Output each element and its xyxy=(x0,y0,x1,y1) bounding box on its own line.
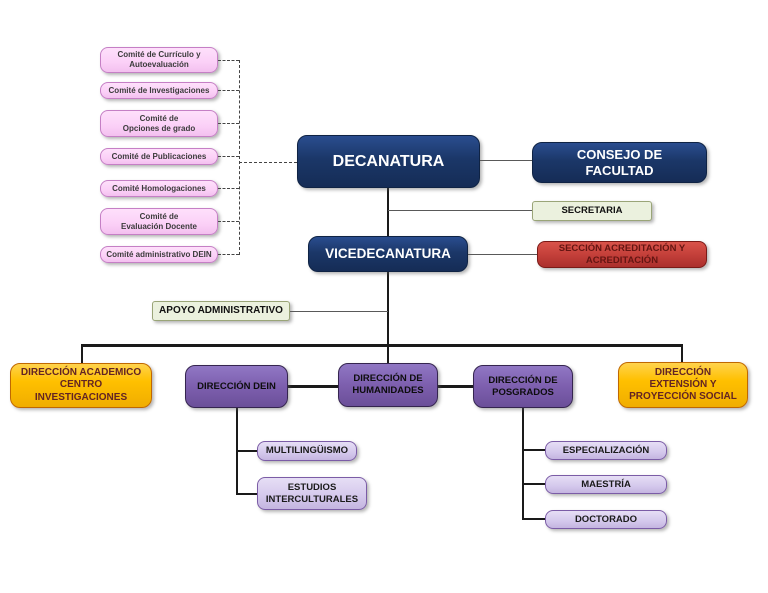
connector-decanatura-vicedecanatura xyxy=(387,188,389,236)
connector-committee-6 xyxy=(218,221,239,222)
node-direccion-academico: DIRECCIÓN ACADEMICO CENTRO INVESTIGACION… xyxy=(10,363,152,408)
node-multilinguismo: MULTILINGÜISMO xyxy=(257,441,357,461)
committee-box-publicaciones: Comité de Publicaciones xyxy=(100,148,218,165)
committee-box-opciones-grado: Comité de Opciones de grado xyxy=(100,110,218,137)
node-direccion-posgrados: DIRECCIÓN DE POSGRADOS xyxy=(473,365,573,408)
connector-decanatura-consejo xyxy=(480,160,532,161)
node-direccion-humanidades: DIRECCIÓN DE HUMANIDADES xyxy=(338,363,438,407)
connector-humanidades-posgrados xyxy=(438,385,473,388)
node-doctorado: DOCTORADO xyxy=(545,510,667,529)
committee-box-evaluacion-docente: Comité de Evaluación Docente xyxy=(100,208,218,235)
node-maestria: MAESTRÍA xyxy=(545,475,667,494)
connector-seccion-acreditacion xyxy=(468,254,537,255)
committee-box-administrativo-dein: Comité administrativo DEIN xyxy=(100,246,218,263)
connector-posgrados-maestria xyxy=(522,483,545,485)
connector-committee-1 xyxy=(218,60,239,61)
connector-apoyo xyxy=(290,311,388,312)
connector-committee-2 xyxy=(218,90,239,91)
connector-drop-academico xyxy=(81,344,83,363)
connector-committee-trunk xyxy=(239,60,240,255)
node-especializacion: ESPECIALIZACIÓN xyxy=(545,441,667,460)
connector-bus xyxy=(81,344,683,347)
connector-dein-humanidades xyxy=(288,385,338,388)
node-direccion-extension: DIRECCIÓN EXTENSIÓN Y PROYECCIÓN SOCIAL xyxy=(618,362,748,408)
connector-secretaria xyxy=(388,210,532,211)
node-consejo-facultad: CONSEJO DE FACULTAD xyxy=(532,142,707,183)
connector-committee-7 xyxy=(218,254,239,255)
node-estudios-interculturales: ESTUDIOS INTERCULTURALES xyxy=(257,477,367,510)
connector-posgrados-doctorado xyxy=(522,518,545,520)
connector-dein-estudios xyxy=(236,493,257,495)
node-secretaria: SECRETARIA xyxy=(532,201,652,221)
node-vicedecanatura: VICEDECANATURA xyxy=(308,236,468,272)
connector-posgrados-especializacion xyxy=(522,449,545,451)
connector-committee-4 xyxy=(218,156,239,157)
connector-posgrados-trunk xyxy=(522,408,524,519)
node-seccion-acreditacion: SECCIÓN ACREDITACIÓN Y ACREDITACIÓN xyxy=(537,241,707,268)
connector-committee-3 xyxy=(218,123,239,124)
node-decanatura: DECANATURA xyxy=(297,135,480,188)
committee-box-curriculo: Comité de Currículo y Autoevaluación xyxy=(100,47,218,73)
node-direccion-dein: DIRECCIÓN DEIN xyxy=(185,365,288,408)
connector-vicedecanatura-down xyxy=(387,272,389,363)
connector-dein-multilinguismo xyxy=(236,450,257,452)
committee-box-investigaciones: Comité de Investigaciones xyxy=(100,82,218,99)
committee-box-homologaciones: Comité Homologaciones xyxy=(100,180,218,197)
connector-committee-5 xyxy=(218,188,239,189)
node-apoyo-administrativo: APOYO ADMINISTRATIVO xyxy=(152,301,290,321)
connector-drop-extension xyxy=(681,344,683,362)
connector-committees-to-decanatura xyxy=(239,162,297,163)
